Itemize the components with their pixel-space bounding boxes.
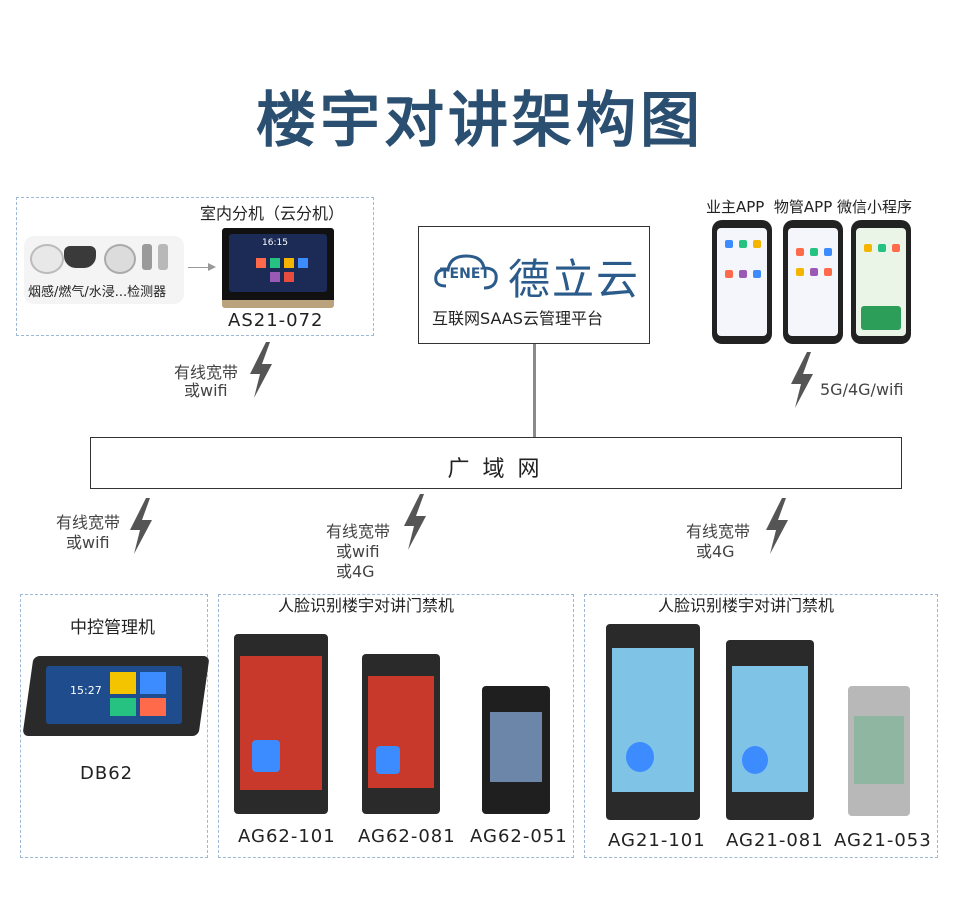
app-icon xyxy=(725,270,733,278)
model-ag21-101: AG21-101 xyxy=(608,830,706,851)
face-group-2-box xyxy=(584,594,938,858)
wan-label: 广 域 网 xyxy=(447,457,543,482)
arrow-to-indoor xyxy=(188,267,212,268)
face-icon xyxy=(252,740,280,772)
indoor-unit-heading: 室内分机（云分机） xyxy=(200,204,345,223)
cloud-logo-icon xyxy=(432,248,502,294)
face-icon xyxy=(376,746,400,774)
terminal-screen xyxy=(490,712,542,782)
face-group-2-heading: 人脸识别楼宇对讲门禁机 xyxy=(658,596,835,615)
terminal-screen xyxy=(854,716,904,784)
left-link-line1: 有线宽带 xyxy=(56,513,121,532)
central-screen-time: 15:27 xyxy=(70,684,102,697)
indoor-unit-box xyxy=(16,197,374,336)
lightning-icon-apps xyxy=(787,352,817,408)
right-link-line2: 或4G xyxy=(696,542,735,561)
cloud-platform-box xyxy=(418,226,650,344)
smoke-detector-icon xyxy=(30,244,64,274)
cloud-subtitle: 互联网SAAS云管理平台 xyxy=(432,309,603,328)
indoor-screen-time: 16:15 xyxy=(262,238,288,248)
face-group-1-heading: 人脸识别楼宇对讲门禁机 xyxy=(278,596,455,615)
model-ag62-081: AG62-081 xyxy=(358,826,456,847)
central-control-box xyxy=(20,594,208,858)
app-icon xyxy=(824,268,832,276)
terminal-screen xyxy=(732,666,808,792)
central-heading: 中控管理机 xyxy=(70,618,155,638)
model-ag21-053: AG21-053 xyxy=(834,830,932,851)
wan-bar xyxy=(90,437,902,489)
central-tile xyxy=(110,672,136,694)
left-link-line2: 或wifi xyxy=(66,533,110,552)
app-icon xyxy=(739,270,747,278)
arrow-head xyxy=(208,263,216,271)
detectors-label: 烟感/燃气/水浸...检测器 xyxy=(28,285,167,300)
mid-link-line3: 或4G xyxy=(336,562,375,581)
app-icon xyxy=(878,244,886,252)
tile xyxy=(284,272,294,282)
app-icon xyxy=(810,268,818,276)
app-icon xyxy=(753,270,761,278)
face-icon xyxy=(626,742,654,772)
tile xyxy=(284,258,294,268)
lightning-icon-left xyxy=(126,498,156,554)
mini-program-banner xyxy=(861,306,901,330)
gas-detector-icon xyxy=(64,246,96,268)
model-ag62-101: AG62-101 xyxy=(238,826,336,847)
cloud-brand-text: 德立云 xyxy=(508,255,641,304)
terminal-screen xyxy=(612,648,694,792)
sensor-icon xyxy=(142,244,152,270)
indoor-link-line2: 或wifi xyxy=(184,381,228,400)
tile xyxy=(298,258,308,268)
mid-link-line1: 有线宽带 xyxy=(326,522,391,541)
property-app-phone xyxy=(783,220,843,344)
tile xyxy=(270,258,280,268)
face-icon xyxy=(742,746,768,774)
app-icon xyxy=(824,248,832,256)
cloud-to-wan-line xyxy=(533,344,536,437)
sensor-icon-2 xyxy=(158,244,168,270)
apps-link-label: 5G/4G/wifi xyxy=(820,380,904,399)
right-link-line1: 有线宽带 xyxy=(686,522,751,541)
central-tile xyxy=(140,698,166,716)
indoor-link-line1: 有线宽带 xyxy=(174,363,239,382)
lightning-icon-indoor xyxy=(246,342,276,398)
diagram-title: 楼宇对讲架构图 xyxy=(256,86,704,156)
mid-link-line2: 或wifi xyxy=(336,542,380,561)
model-ag62-051: AG62-051 xyxy=(470,826,568,847)
central-model: DB62 xyxy=(80,763,134,784)
app-icon xyxy=(810,248,818,256)
indoor-model: AS21-072 xyxy=(228,310,324,331)
app-icon xyxy=(796,248,804,256)
app-icon xyxy=(864,244,872,252)
face-group-1-box xyxy=(218,594,574,858)
cloud-logo-text: TENET xyxy=(440,266,490,282)
tile xyxy=(256,258,266,268)
app-icon xyxy=(892,244,900,252)
app-icon xyxy=(725,240,733,248)
app-icon xyxy=(796,268,804,276)
apps-heading: 业主APP 物管APP 微信小程序 xyxy=(706,198,913,216)
owner-app-phone xyxy=(712,220,772,344)
model-ag21-081: AG21-081 xyxy=(726,830,824,851)
app-icon xyxy=(753,240,761,248)
lightning-icon-middle xyxy=(400,494,430,550)
central-tile xyxy=(140,672,166,694)
app-icon xyxy=(739,240,747,248)
tile xyxy=(270,272,280,282)
lightning-icon-right xyxy=(762,498,792,554)
central-tile xyxy=(110,698,136,716)
water-detector-icon xyxy=(104,244,136,274)
